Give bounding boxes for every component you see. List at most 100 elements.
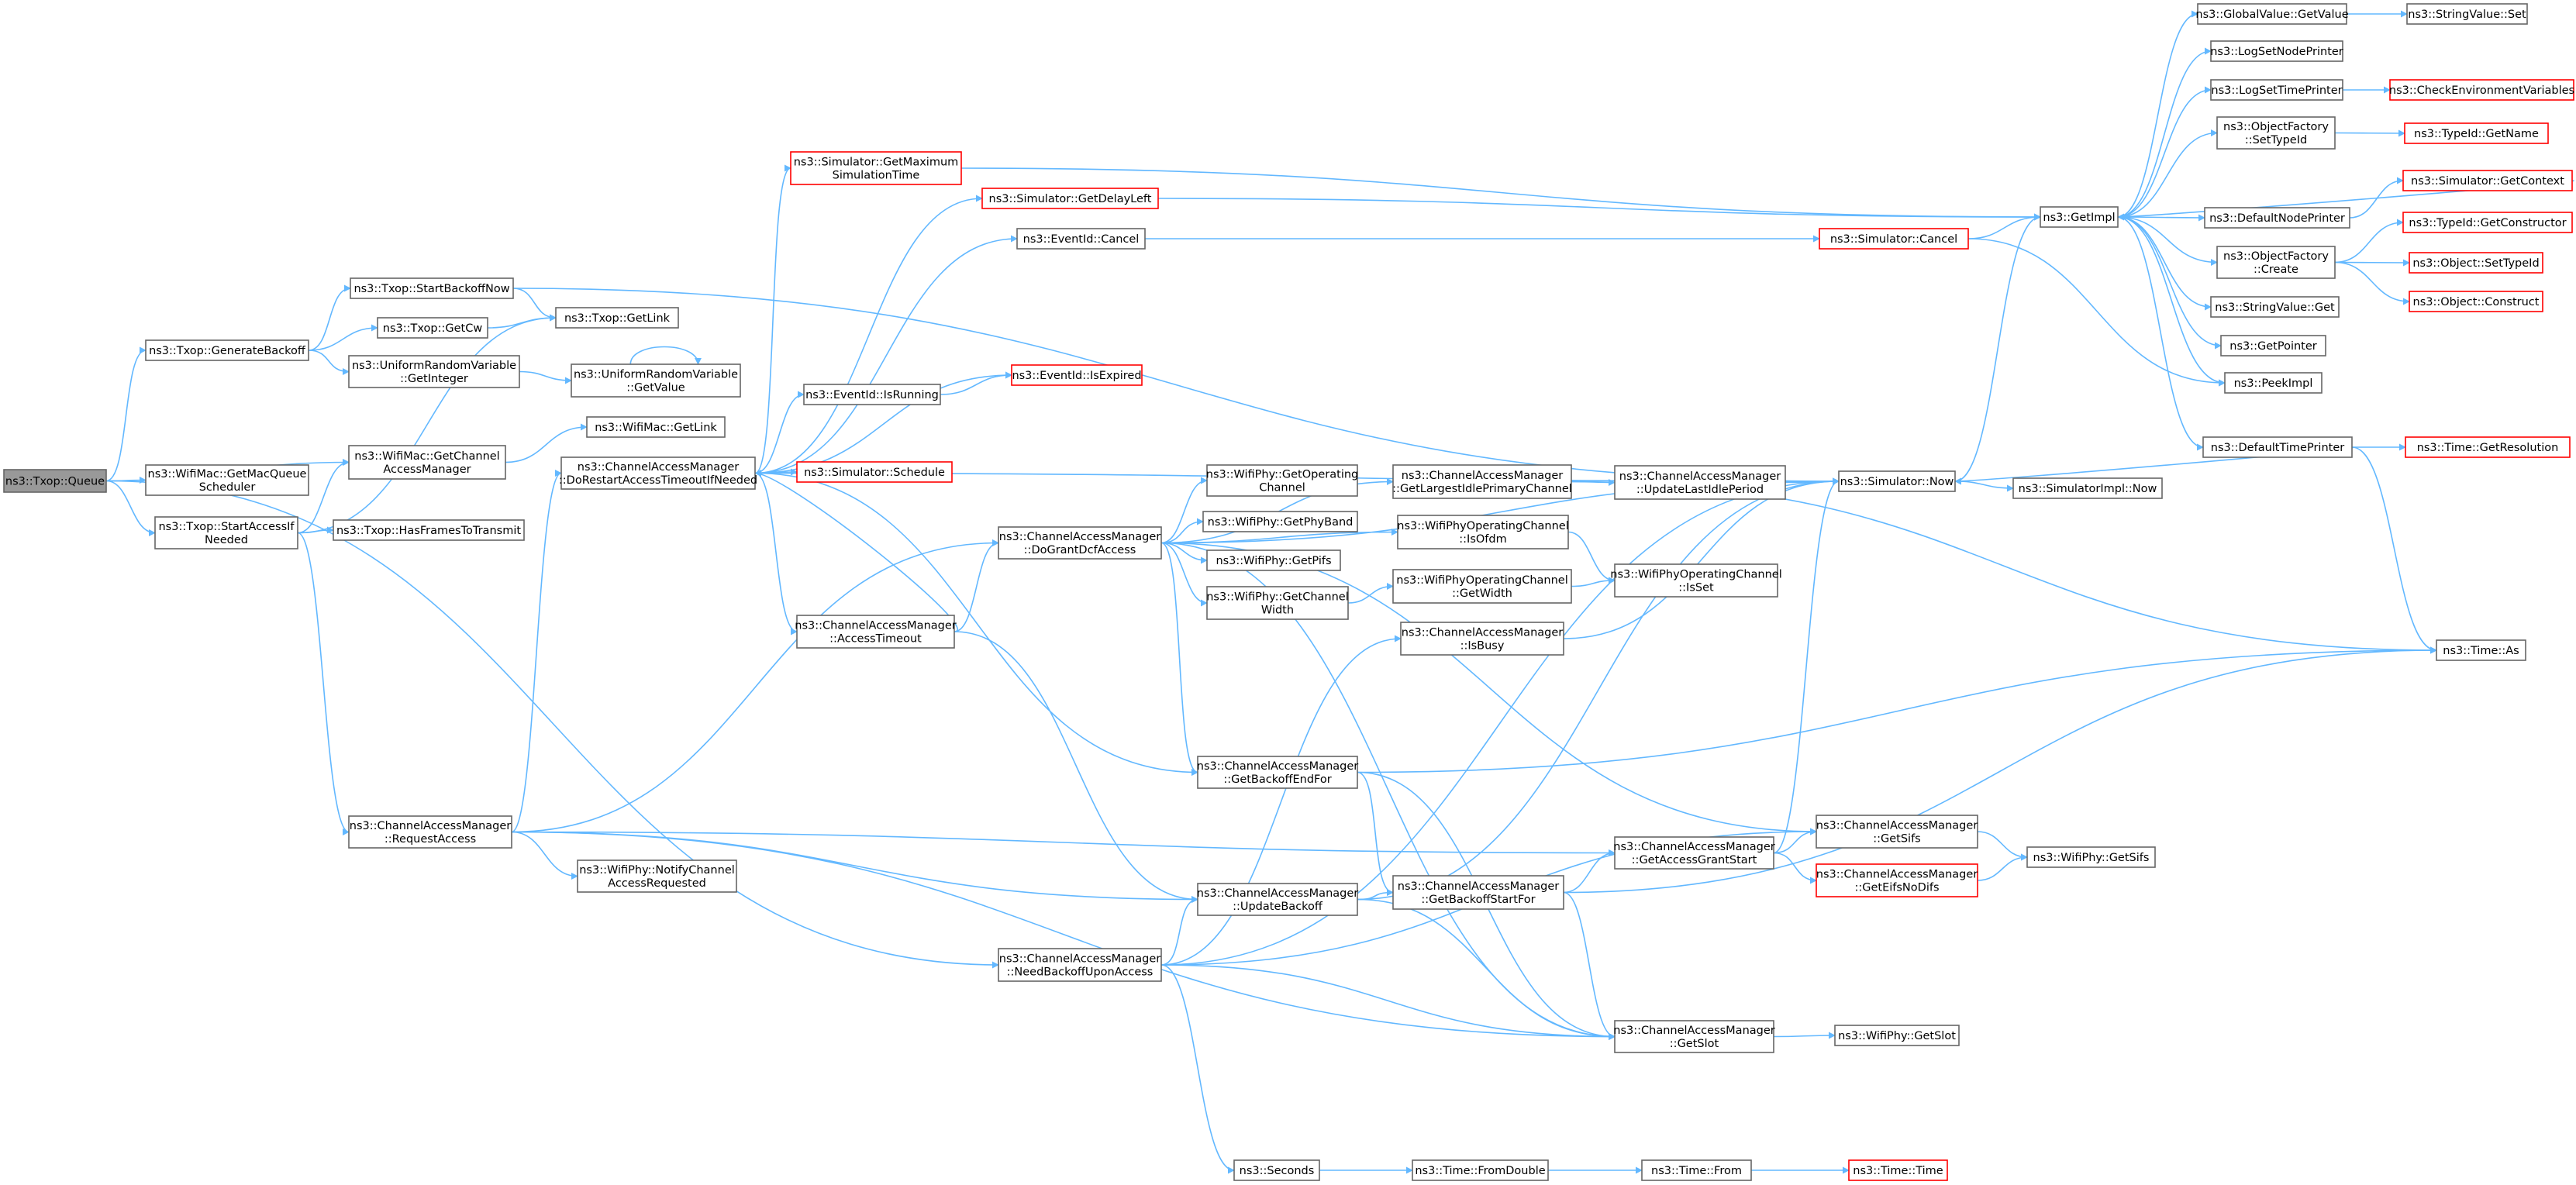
function-node-notifychannel[interactable]: ns3::WifiPhy::NotifyChannelAccessRequest… bbox=[577, 859, 737, 893]
call-edge bbox=[511, 539, 999, 833]
function-node-getslot[interactable]: ns3::ChannelAccessManager::GetSlot bbox=[1613, 1020, 1775, 1053]
node-box bbox=[1834, 1025, 1960, 1046]
function-node-startbackoffnow[interactable]: ns3::Txop::StartBackoffNow bbox=[350, 277, 514, 299]
function-node-sv-set[interactable]: ns3::StringValue::Set bbox=[2406, 3, 2528, 25]
function-node-phy-getsifs[interactable]: ns3::WifiPhy::GetSifs bbox=[2026, 846, 2156, 868]
function-node-getimpl[interactable]: ns3::GetImpl bbox=[2040, 206, 2119, 228]
function-node-geteifs[interactable]: ns3::ChannelAccessManager::GetEifsNoDifs bbox=[1816, 863, 1978, 897]
call-edge bbox=[2334, 259, 2410, 267]
function-node-requestaccess[interactable]: ns3::ChannelAccessManager::RequestAccess bbox=[348, 815, 512, 849]
node-box bbox=[2216, 246, 2336, 279]
function-node-isset[interactable]: ns3::WifiPhyOperatingChannel::IsSet bbox=[1610, 563, 1782, 598]
function-node-now[interactable]: ns3::Simulator::Now bbox=[1838, 470, 1956, 492]
function-node-seconds[interactable]: ns3::Seconds bbox=[1233, 1159, 1320, 1181]
node-label: ns3::UniformRandomVariable bbox=[574, 369, 738, 381]
node-box bbox=[2216, 116, 2336, 150]
node-label: ns3::Txop::HasFramesToTransmit bbox=[336, 525, 521, 537]
function-node-logsetnode[interactable]: ns3::LogSetNodePrinter bbox=[2210, 40, 2343, 62]
node-label: ns3::WifiPhy::GetOperating bbox=[1206, 469, 1359, 481]
function-node-time-as[interactable]: ns3::Time::As bbox=[2436, 639, 2526, 661]
function-node-obj-settypeid[interactable]: ns3::Object::SetTypeId bbox=[2409, 252, 2543, 274]
function-node-schedule[interactable]: ns3::Simulator::Schedule bbox=[796, 461, 953, 483]
function-node-grantstart[interactable]: ns3::ChannelAccessManager::GetAccessGran… bbox=[1613, 836, 1775, 870]
function-node-urv-getinteger[interactable]: ns3::UniformRandomVariable::GetInteger bbox=[348, 355, 520, 388]
node-label: ::GetValue bbox=[626, 382, 685, 394]
function-node-backoffstart[interactable]: ns3::ChannelAccessManager::GetBackoffSta… bbox=[1392, 875, 1564, 910]
function-node-obj-construct[interactable]: ns3::Object::Construct bbox=[2409, 291, 2543, 312]
node-box bbox=[1614, 563, 1778, 598]
function-node-txop-getlink[interactable]: ns3::Txop::GetLink bbox=[555, 307, 679, 329]
function-node-fromdouble[interactable]: ns3::Time::FromDouble bbox=[1412, 1159, 1549, 1181]
function-node-getpifs[interactable]: ns3::WifiPhy::GetPifs bbox=[1206, 549, 1341, 571]
node-label: ns3::Txop::GenerateBackoff bbox=[149, 345, 306, 357]
node-box bbox=[154, 516, 298, 549]
call-edge bbox=[1160, 477, 1840, 966]
node-box bbox=[1011, 364, 1143, 386]
function-node-needbackoff[interactable]: ns3::ChannelAccessManager::NeedBackoffUp… bbox=[998, 948, 1162, 982]
function-node-wifimac-getlink[interactable]: ns3::WifiMac::GetLink bbox=[586, 416, 726, 438]
function-node-isofdm[interactable]: ns3::WifiPhyOperatingChannel::IsOfdm bbox=[1397, 515, 1569, 549]
function-node-sim-cancel[interactable]: ns3::Simulator::Cancel bbox=[1819, 228, 1969, 250]
node-label: ns3::WifiMac::GetChannel bbox=[354, 450, 499, 463]
node-label: ns3::Seconds bbox=[1240, 1165, 1315, 1177]
node-label: ns3::ChannelAccessManager bbox=[999, 531, 1161, 543]
node-label: ns3::DefaultNodePrinter bbox=[2209, 212, 2345, 225]
node-label: ns3::Time::GetResolution bbox=[2417, 442, 2559, 454]
function-node-getconstructor[interactable]: ns3::TypeId::GetConstructor bbox=[2402, 212, 2573, 233]
function-node-of-settypeid[interactable]: ns3::ObjectFactory::SetTypeId bbox=[2216, 116, 2336, 150]
function-node-typeid-getname[interactable]: ns3::TypeId::GetName bbox=[2404, 122, 2549, 144]
function-node-time-from[interactable]: ns3::Time::From bbox=[1641, 1159, 1752, 1181]
function-node-getsifs[interactable]: ns3::ChannelAccessManager::GetSifs bbox=[1816, 815, 1978, 849]
node-label: ns3::Txop::GetCw bbox=[383, 322, 483, 335]
function-node-time-time[interactable]: ns3::Time::Time bbox=[1848, 1159, 1948, 1181]
function-node-queue[interactable]: ns3::Txop::Queue bbox=[3, 469, 107, 493]
function-node-urv-getvalue[interactable]: ns3::UniformRandomVariable::GetValue bbox=[571, 363, 741, 398]
function-node-getcw[interactable]: ns3::Txop::GetCw bbox=[377, 317, 488, 339]
function-node-simimpl-now[interactable]: ns3::SimulatorImpl::Now bbox=[2012, 477, 2163, 499]
function-node-gv-getvalue[interactable]: ns3::GlobalValue::GetValue bbox=[2195, 3, 2349, 25]
function-node-defaultnode[interactable]: ns3::DefaultNodePrinter bbox=[2204, 207, 2350, 229]
function-node-updatelastidle[interactable]: ns3::ChannelAccessManager::UpdateLastIdl… bbox=[1614, 465, 1786, 500]
function-node-getdelayleft[interactable]: ns3::Simulator::GetDelayLeft bbox=[981, 188, 1159, 209]
function-node-logsettime[interactable]: ns3::LogSetTimePrinter bbox=[2210, 79, 2343, 101]
function-node-getwidth[interactable]: ns3::WifiPhyOperatingChannel::GetWidth bbox=[1392, 569, 1572, 604]
function-node-largestidle[interactable]: ns3::ChannelAccessManager::GetLargestIdl… bbox=[1392, 464, 1572, 499]
function-node-dorestart[interactable]: ns3::ChannelAccessManager::DoRestartAcce… bbox=[559, 456, 757, 490]
node-box bbox=[2012, 477, 2163, 499]
function-node-event-cancel[interactable]: ns3::EventId::Cancel bbox=[1016, 228, 1146, 250]
function-node-updatebackoff[interactable]: ns3::ChannelAccessManager::UpdateBackoff bbox=[1197, 883, 1359, 916]
function-node-getpointer[interactable]: ns3::GetPointer bbox=[2220, 335, 2326, 357]
function-node-isrunning[interactable]: ns3::EventId::IsRunning bbox=[803, 384, 941, 405]
function-node-getbackoffend[interactable]: ns3::ChannelAccessManager::GetBackoffEnd… bbox=[1197, 756, 1359, 789]
function-node-checkenv[interactable]: ns3::CheckEnvironmentVariables bbox=[2389, 79, 2574, 101]
function-node-hasframes[interactable]: ns3::Txop::HasFramesToTransmit bbox=[333, 519, 525, 541]
call-edge bbox=[308, 350, 350, 375]
function-node-accesstimeout[interactable]: ns3::ChannelAccessManager::AccessTimeout bbox=[795, 615, 957, 649]
call-edge bbox=[1977, 831, 2028, 861]
function-node-getresolution[interactable]: ns3::Time::GetResolution bbox=[2405, 436, 2571, 458]
node-box bbox=[998, 948, 1162, 982]
function-node-of-create[interactable]: ns3::ObjectFactory::Create bbox=[2216, 246, 2336, 279]
node-box bbox=[1614, 465, 1786, 500]
call-edge bbox=[1773, 477, 1840, 854]
function-node-sv-get[interactable]: ns3::StringValue::Get bbox=[2210, 296, 2340, 318]
function-node-genbackoff[interactable]: ns3::Txop::GenerateBackoff bbox=[145, 339, 309, 361]
function-node-dogrant[interactable]: ns3::ChannelAccessManager::DoGrantDcfAcc… bbox=[998, 526, 1162, 560]
function-node-isexpired[interactable]: ns3::EventId::IsExpired bbox=[1011, 364, 1143, 386]
node-label: ::IsSet bbox=[1678, 582, 1714, 594]
call-edge bbox=[1160, 477, 1208, 544]
node-label: ns3::SimulatorImpl::Now bbox=[2019, 483, 2157, 495]
function-node-getcontext[interactable]: ns3::Simulator::GetContext bbox=[2402, 170, 2573, 191]
function-node-getphyband[interactable]: ns3::WifiPhy::GetPhyBand bbox=[1202, 511, 1358, 532]
function-node-peekimpl[interactable]: ns3::PeekImpl bbox=[2224, 372, 2323, 394]
function-node-phy-getslot[interactable]: ns3::WifiPhy::GetSlot bbox=[1834, 1025, 1960, 1046]
node-box bbox=[2220, 335, 2326, 357]
function-node-defaulttime[interactable]: ns3::DefaultTimePrinter bbox=[2202, 436, 2353, 458]
function-node-isbusy[interactable]: ns3::ChannelAccessManager::IsBusy bbox=[1400, 622, 1564, 656]
